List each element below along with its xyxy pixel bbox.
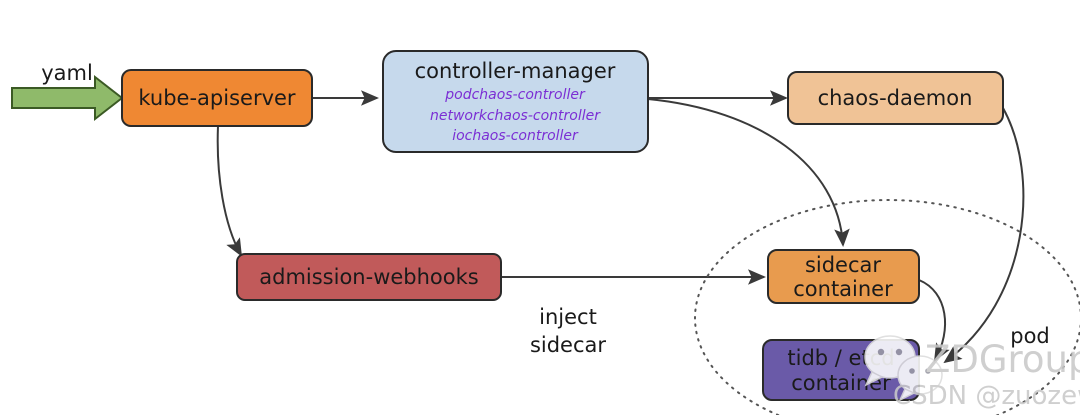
controller-sub-label-podchaos: podchaos-controller [444, 87, 586, 103]
node-admission-webhooks[interactable]: admission-webhooks [236, 253, 502, 301]
sidecar-container-label-line1: sidecar [805, 253, 881, 277]
admission-webhooks-label: admission-webhooks [259, 265, 478, 289]
inject-sidecar-label-line1: inject [539, 305, 597, 329]
pod-label: pod [1010, 324, 1050, 348]
controller-sub-label-networkchaos: networkchaos-controller [430, 108, 601, 124]
watermark-group: ZDGroup CSDN @zuozewei [864, 335, 1080, 411]
sidecar-container-label-line2: container [793, 277, 893, 301]
node-sidecar-container[interactable]: sidecar container [767, 249, 920, 304]
edge-controller-manager-to-sidecar [647, 98, 850, 247]
kube-apiserver-label: kube-apiserver [138, 86, 296, 110]
watermark-credit: CSDN @zuozewei [893, 381, 1080, 411]
controller-sub-label-iochaos: iochaos-controller [452, 128, 579, 144]
pod-boundary [694, 199, 1080, 415]
yaml-label: yaml [41, 61, 93, 85]
chaos-daemon-label: chaos-daemon [818, 86, 973, 110]
node-controller-manager[interactable]: controller-manager podchaos-controller n… [382, 50, 649, 153]
edge-sidecar-to-tidb-container [918, 279, 950, 362]
edges-group [216, 90, 1025, 364]
inject-sidecar-label-line2: sidecar [530, 333, 606, 357]
watermark-brand: ZDGroup [925, 338, 1080, 381]
wechat-icon-secondary [897, 355, 943, 402]
edge-chaos-daemon-to-tidb-container [943, 107, 1025, 364]
controller-manager-label: controller-manager [415, 59, 616, 83]
yaml-arrow [11, 74, 124, 122]
edge-apiserver-to-admission-webhooks [216, 125, 242, 257]
node-kube-apiserver[interactable]: kube-apiserver [121, 69, 313, 127]
node-chaos-daemon[interactable]: chaos-daemon [787, 71, 1004, 125]
